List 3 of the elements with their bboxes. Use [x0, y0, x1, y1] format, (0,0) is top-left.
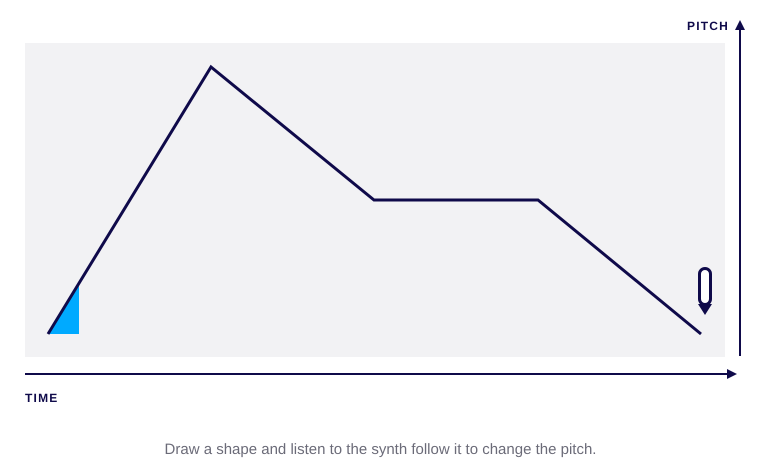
axis-label: TIME [25, 390, 58, 407]
axis-label: PITCH [687, 18, 729, 35]
caption: Draw a shape and listen to the synth follow it to change the pitch. [164, 440, 598, 460]
